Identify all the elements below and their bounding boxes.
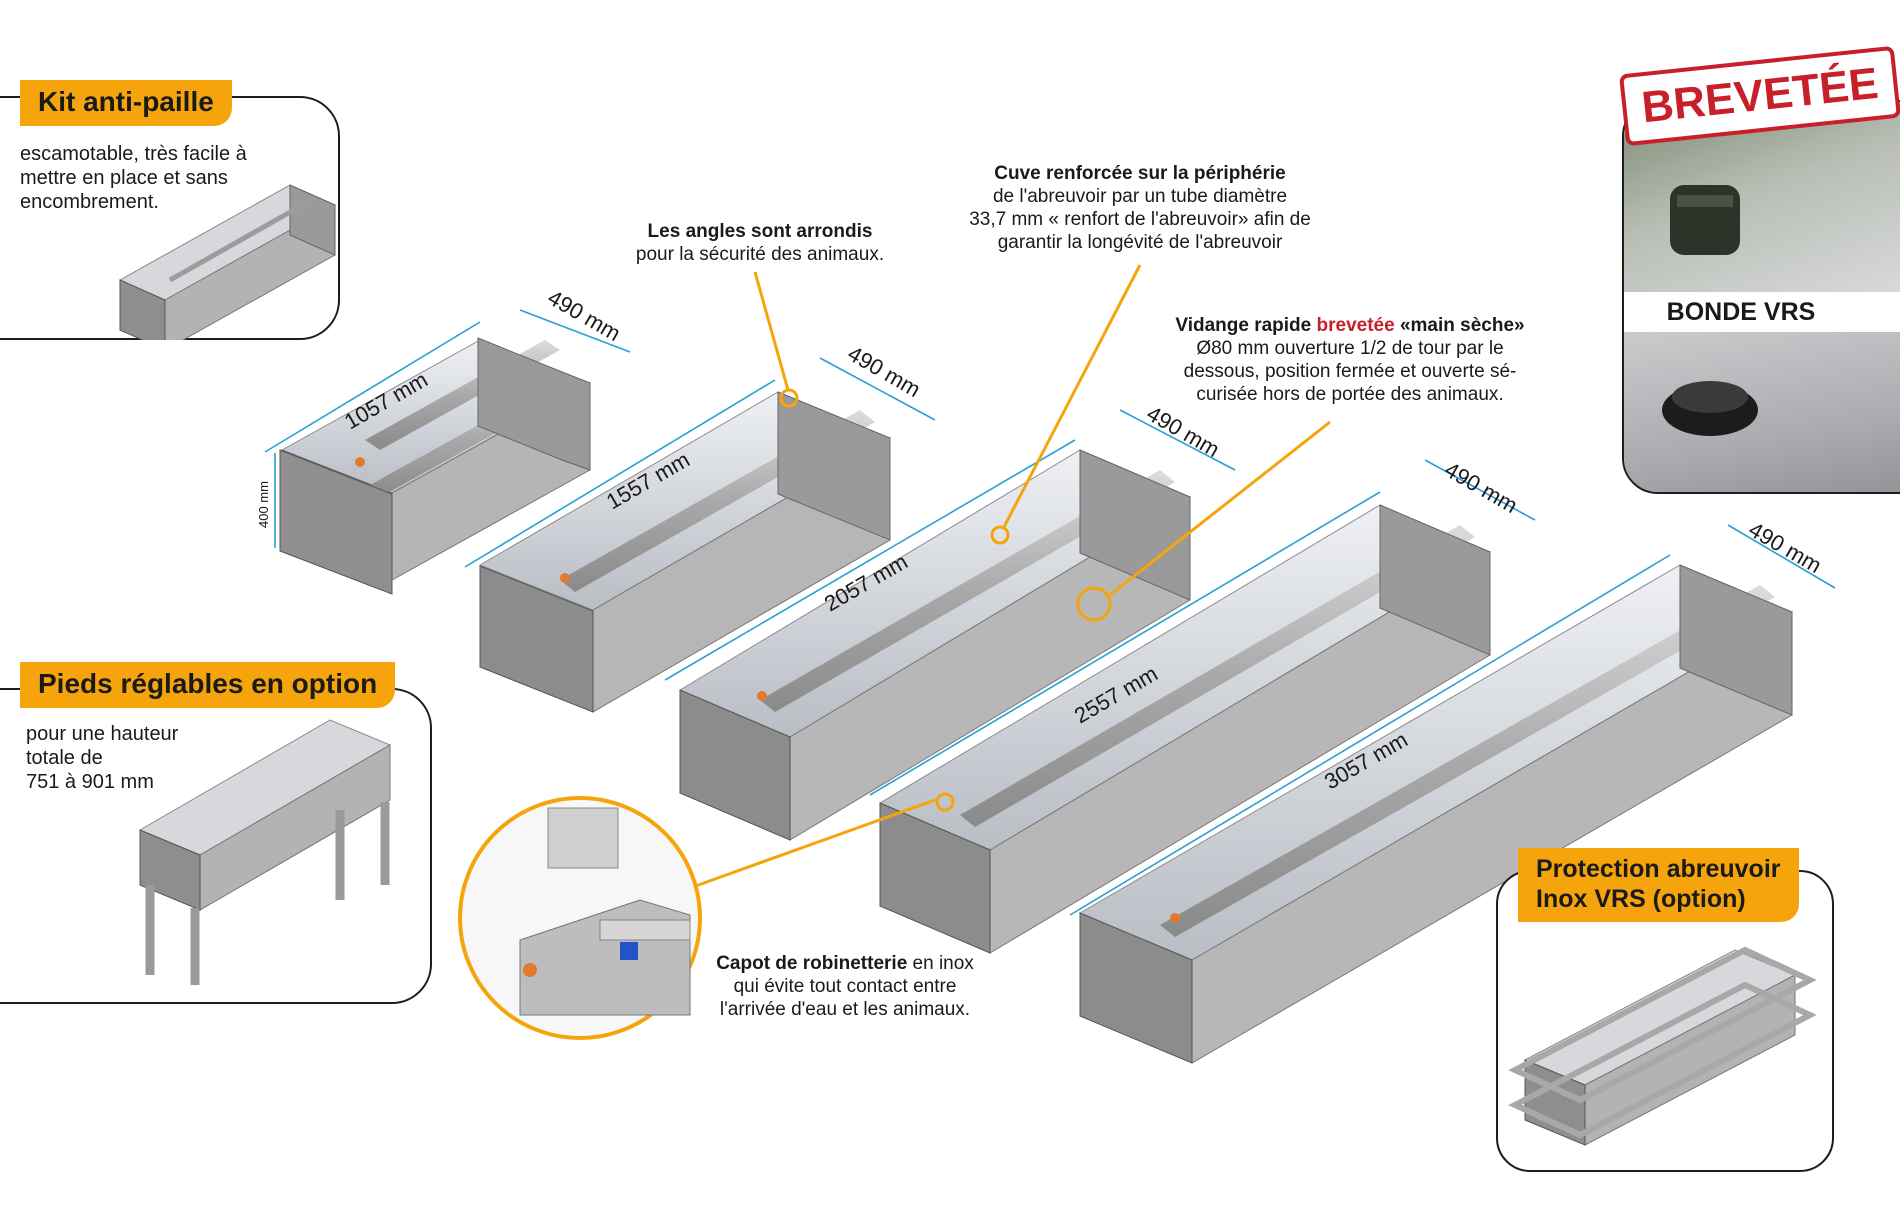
cuve-callout: Cuve renforcée sur la périphérie de l'ab… [969, 163, 1311, 253]
dim-height-400: 400 mm [256, 481, 271, 528]
leader-lines [689, 264, 1331, 890]
bonde-drain-icon [1662, 185, 1758, 436]
kit-anti-paille-title: Kit anti-paille [20, 80, 232, 126]
bonde-vrs-label: BONDE VRS [1624, 292, 1858, 332]
bonde-vrs-panel: BONDE VRS [1622, 100, 1900, 494]
capot-callout: Capot de robinetterie en inox qui évite … [716, 953, 974, 1020]
trough-1057 [279, 337, 592, 595]
kit-anti-paille-description: escamotable, très facile à mettre en pla… [20, 143, 247, 213]
pieds-reglables-trough-image [138, 719, 392, 985]
protection-title: Protection abreuvoir Inox VRS (option) [1518, 848, 1799, 922]
trough-2057 [678, 449, 1192, 841]
dim-width-490-a: 490 mm [544, 285, 625, 346]
trough-3057 [1078, 564, 1794, 1064]
trough-2557 [878, 504, 1492, 954]
dim-width-490-c: 490 mm [1143, 401, 1224, 462]
protection-trough-image [1508, 946, 1817, 1146]
pieds-reglables-description: pour une hauteur totale de 751 à 901 mm [26, 723, 179, 793]
dim-width-490-e: 490 mm [1745, 517, 1826, 578]
dimension-lines [264, 309, 1836, 916]
kit-anti-paille-trough-image [118, 184, 337, 340]
pieds-reglables-title: Pieds réglables en option [20, 662, 396, 708]
trough-1557 [478, 391, 892, 713]
vidange-callout: Vidange rapide brevetée «main sèche» Ø80… [1175, 315, 1525, 405]
dim-width-490-d: 490 mm [1441, 457, 1522, 518]
capot-zoom-detail [458, 796, 702, 1040]
